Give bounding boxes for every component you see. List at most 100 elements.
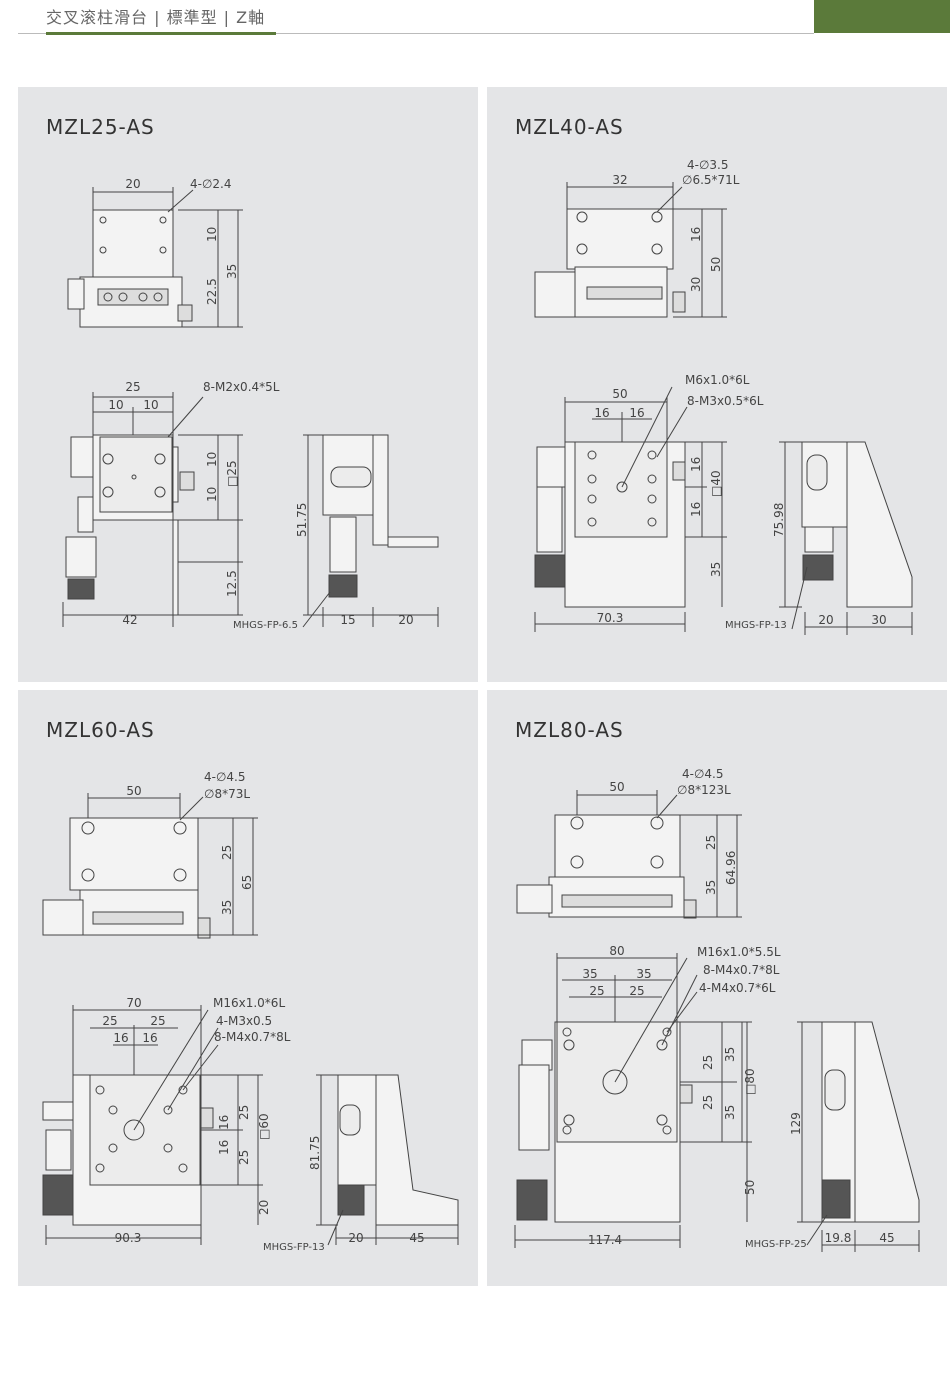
dim-center: M16x1.0*6L xyxy=(213,996,285,1010)
dim-height: 51.75 xyxy=(295,503,309,537)
side-view xyxy=(797,1021,920,1252)
dim-v-a: 25 xyxy=(701,1055,715,1070)
dim-bottom: 50 xyxy=(743,1180,757,1195)
dim-counterbore: ∅8*73L xyxy=(204,787,250,801)
dim-center: M16x1.0*5.5L xyxy=(697,945,781,959)
dim-width: 25 xyxy=(125,380,140,394)
dim-c: 64.96 xyxy=(724,851,738,885)
front-view xyxy=(42,1005,263,1245)
dim-a: 25 xyxy=(220,845,234,860)
dim-v-b: 16 xyxy=(217,1115,231,1130)
dim-a: 10 xyxy=(205,227,219,242)
dim-a: 25 xyxy=(704,835,718,850)
dim-w-a: 15 xyxy=(340,613,355,627)
dim-center: M6x1.0*6L xyxy=(685,373,750,387)
dim-v-b: 10 xyxy=(205,487,219,502)
page-title: 交叉滚柱滑台 | 標準型 | Z軸 xyxy=(46,8,266,27)
dim-pitch-d: 16 xyxy=(142,1031,157,1045)
dim-holes: 4-∅4.5 xyxy=(204,770,246,784)
drawing-mzl25: 20 4-∅2.4 10 22.5 35 25 10 10 xyxy=(62,177,439,631)
dim-pitch-b: 10 xyxy=(143,398,158,412)
micrometer-label: MHGS-FP-13 xyxy=(725,620,787,631)
dim-travel: 42 xyxy=(122,613,137,627)
side-view xyxy=(779,441,913,635)
model-title: MZL25-AS xyxy=(46,115,155,139)
dim-pitch-c: 25 xyxy=(589,984,604,998)
model-title: MZL60-AS xyxy=(46,718,155,742)
dim-pitch-b: 35 xyxy=(636,967,651,981)
dim-height: 81.75 xyxy=(308,1136,322,1170)
front-view xyxy=(62,392,243,627)
dim-travel: 70.3 xyxy=(597,611,624,625)
dim-screws: 8-M3x0.5*6L xyxy=(687,394,764,408)
drawing-mzl60: 50 4-∅4.5 ∅8*73L 25 35 65 70 25 25 16 16 xyxy=(42,770,459,1253)
dim-screws-b: 4-M4x0.7*6L xyxy=(699,981,776,995)
dim-w-a: 20 xyxy=(818,613,833,627)
drawing-mzl80: 50 4-∅4.5 ∅8*123L 25 35 64.96 80 35 35 2… xyxy=(514,767,920,1252)
panel-mzl25: MZL25-AS 20 4-∅2.4 10 22.5 35 xyxy=(18,87,478,682)
micrometer-label: MHGS-FP-6.5 xyxy=(233,620,298,631)
dim-screws: 8-M2x0.4*5L xyxy=(203,380,280,394)
dim-w-a: 20 xyxy=(348,1231,363,1245)
dim-c: 50 xyxy=(709,257,723,272)
micrometer-label: MHGS-FP-25 xyxy=(745,1239,807,1250)
dim-width: 80 xyxy=(609,944,624,958)
header-color-block xyxy=(814,0,950,33)
dim-width: 70 xyxy=(126,996,141,1010)
dim-counterbore: ∅8*123L xyxy=(677,783,731,797)
model-title: MZL40-AS xyxy=(515,115,624,139)
dim-v-b: 16 xyxy=(689,502,703,517)
dim-v-a: 10 xyxy=(205,452,219,467)
dim-b: 35 xyxy=(220,900,234,915)
dim-w-b: 20 xyxy=(398,613,413,627)
dim-pitch-b: 16 xyxy=(629,406,644,420)
dim-width: 20 xyxy=(125,177,140,191)
dim-pitch-a: 25 xyxy=(102,1014,117,1028)
dim-bottom: 20 xyxy=(257,1200,271,1215)
dim-v-b: 25 xyxy=(701,1095,715,1110)
dim-w-b: 45 xyxy=(409,1231,424,1245)
dim-bottom: 12.5 xyxy=(225,570,239,597)
dim-v-a: 25 xyxy=(237,1105,251,1120)
dim-holes: 4-∅2.4 xyxy=(190,177,232,191)
dim-counterbore: ∅6.5*71L xyxy=(682,173,740,187)
dim-screws: 4-M3x0.5 xyxy=(216,1014,272,1028)
dim-c: 35 xyxy=(225,264,239,279)
side-view xyxy=(302,434,439,628)
model-title: MZL80-AS xyxy=(515,718,624,742)
dim-holes: 4-∅4.5 xyxy=(682,767,724,781)
micrometer-label: MHGS-FP-13 xyxy=(263,1242,325,1253)
dim-width: 50 xyxy=(609,780,624,794)
dim-pitch-a: 10 xyxy=(108,398,123,412)
dim-square: □80 xyxy=(743,1068,757,1095)
panel-mzl40: MZL40-AS 32 4-∅3.5 ∅6.5*71L 16 30 50 xyxy=(487,87,947,682)
top-view xyxy=(534,182,727,318)
dim-v-c: 16 xyxy=(217,1140,231,1155)
dim-c: 65 xyxy=(240,875,254,890)
top-view xyxy=(516,790,742,919)
dim-w-b: 45 xyxy=(879,1231,894,1245)
dim-screws-b: 8-M4x0.7*8L xyxy=(214,1030,291,1044)
dim-height: 75.98 xyxy=(772,503,786,537)
panel-mzl60: MZL60-AS 50 4-∅4.5 ∅8*73L 25 35 65 xyxy=(18,690,478,1286)
dim-screws: 8-M4x0.7*8L xyxy=(703,963,780,977)
dim-square: □60 xyxy=(257,1113,271,1140)
top-view xyxy=(67,187,243,328)
dim-square: □40 xyxy=(709,470,723,497)
front-view xyxy=(514,953,752,1248)
dim-height: 129 xyxy=(789,1112,803,1135)
dim-width: 50 xyxy=(126,784,141,798)
drawing-mzl40: 32 4-∅3.5 ∅6.5*71L 16 30 50 50 16 16 M6x… xyxy=(534,158,913,635)
dim-w-b: 30 xyxy=(871,613,886,627)
dim-travel: 90.3 xyxy=(115,1231,142,1245)
dim-width: 32 xyxy=(612,173,627,187)
dim-width: 50 xyxy=(612,387,627,401)
dim-holes: 4-∅3.5 xyxy=(687,158,729,172)
dim-pitch-a: 35 xyxy=(582,967,597,981)
header-divider xyxy=(18,33,814,34)
dim-pitch-c: 16 xyxy=(113,1031,128,1045)
dim-bottom: 35 xyxy=(709,562,723,577)
dim-v-c: 35 xyxy=(723,1047,737,1062)
page-header: 交叉滚柱滑台 | 標準型 | Z軸 xyxy=(0,0,950,35)
dim-pitch-a: 16 xyxy=(594,406,609,420)
